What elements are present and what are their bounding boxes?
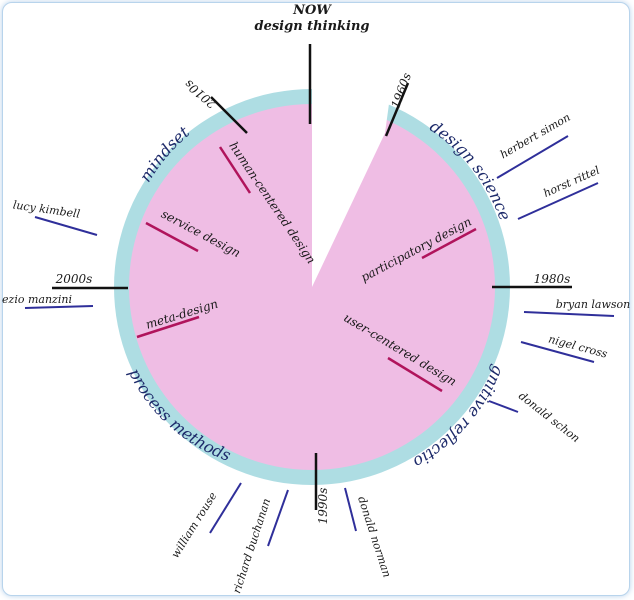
person-label-ezio-manzini: ezio manzini [2,293,72,306]
decade-label-2010s: 2010s [182,77,220,112]
person-label-herbert-simon: herbert simon [498,111,573,162]
person-label-bryan-lawson: bryan lawson [556,298,631,311]
person-label-richard-buchanan: richard buchanan [230,497,273,595]
decade-line-1960s [384,82,410,137]
person-stubs [24,135,615,547]
person-label-donald-norman: donald norman [355,495,393,579]
title-now: NOW [292,3,332,18]
decade-label-1980s: 1980s [534,272,571,286]
white-wedge [312,60,395,287]
decade-label-1990s: 1990s [316,488,330,525]
person-label-nigel-cross: nigel cross [547,333,609,361]
decade-label-2000s: 2000s [55,272,93,286]
person-label-william-rouse: william rouse [169,489,220,560]
person-label-donald-schon: donald schon [516,389,582,445]
title-design-thinking: design thinking [254,19,369,34]
person-label-lucy-kimbell: lucy kimbell [12,198,81,220]
decade-line-2010s [210,96,248,134]
movement-strokes [136,146,477,393]
